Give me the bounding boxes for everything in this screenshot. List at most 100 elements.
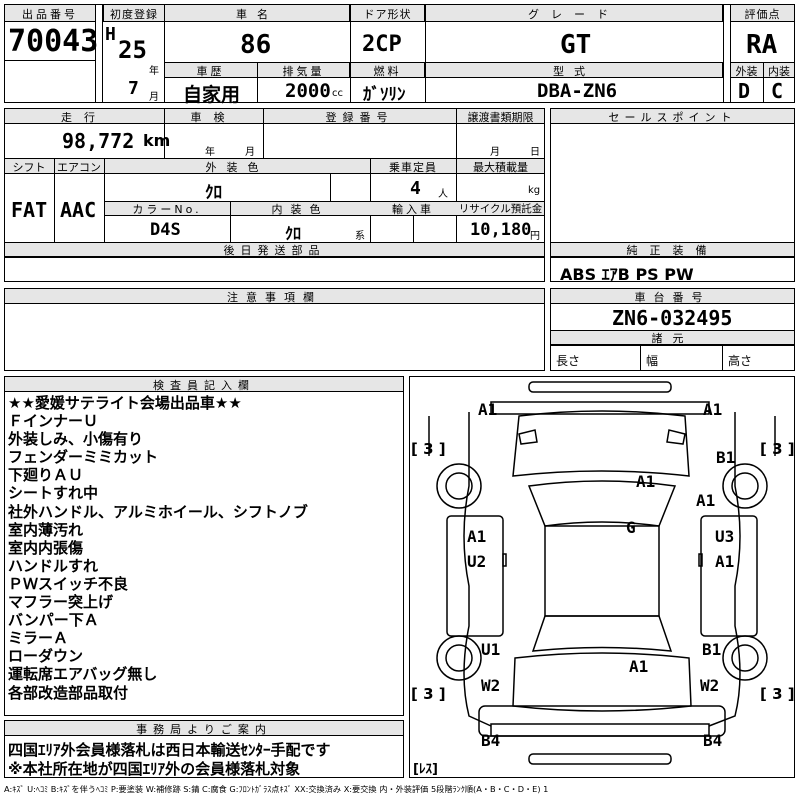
shift-label: シフト: [12, 161, 46, 174]
spare-tire: [ﾚｽ]: [413, 762, 438, 777]
model-label: 型式: [553, 65, 595, 78]
recycle-label: リサイクル預託金: [458, 203, 543, 215]
inspector-note-line: 社外ハンドル、アルミホイール、シフトノブ: [8, 502, 308, 521]
reg-label: 初度登録: [110, 8, 158, 21]
reg-year: 25: [118, 36, 147, 64]
mark-rear-right-fender: B1: [702, 640, 722, 659]
mark-front-left: A1: [478, 400, 498, 419]
inspector-note-line: マフラー突上げ: [8, 593, 114, 612]
inspector-note-line: 各部改造部品取付: [8, 683, 129, 702]
tire-rear-right: [ 3 ]: [760, 685, 795, 703]
int-score: C: [771, 79, 784, 103]
regno-label: 登録番号: [325, 111, 394, 124]
intcolor-unit: 系: [355, 231, 365, 242]
inspector-note-line: ミラーＡ: [8, 629, 69, 648]
inspector-note-line: フェンダーミミカット: [8, 448, 159, 467]
model-value: DBA-ZN6: [537, 80, 618, 102]
mileage-value: 98,772: [62, 129, 135, 153]
ac-value: AAC: [60, 198, 97, 222]
mark-trunk: A1: [629, 657, 649, 676]
mark-right-door: U3: [715, 527, 735, 546]
reg-year-unit: 年: [149, 66, 159, 77]
transfer-day-unit: 日: [530, 147, 540, 158]
equip-value: ABS ｴｱB PS PW: [560, 265, 694, 284]
reg-month: 7: [128, 78, 139, 99]
capacity-label: 乗車定員: [389, 161, 437, 174]
mark-right-door-lower: A1: [715, 552, 735, 571]
recycle-value: 10,180: [470, 220, 532, 240]
mark-hood-right: A1: [696, 491, 716, 510]
spec-length: 長さ: [556, 354, 581, 368]
mark-rear-left: W2: [481, 676, 501, 695]
color-value: ｸﾛ: [205, 183, 222, 203]
mark-windshield: G: [626, 518, 636, 537]
mark-front-right-fender: B1: [716, 448, 736, 467]
mileage-unit: km: [143, 131, 171, 150]
history-label: 車歴: [196, 65, 225, 78]
displacement: 2000: [285, 80, 331, 102]
load-unit: kg: [528, 185, 541, 196]
colorno-label: カラーNo.: [132, 203, 202, 216]
inspector-note-line: ★★愛媛サテライト会場出品車★★: [8, 394, 242, 412]
inspector-note-line: ＦインナーＵ: [8, 412, 99, 431]
import-label: 輸入車: [392, 203, 434, 216]
inspector-note-line: 下廻りＡＵ: [8, 466, 84, 485]
inspector-note-line: ハンドルすれ: [8, 556, 99, 575]
office-label: 事務局よりご案内: [136, 723, 272, 736]
mark-rear-right: W2: [700, 676, 720, 695]
ext-score: D: [738, 79, 751, 103]
tire-front-left: [ 3 ]: [411, 440, 446, 458]
mark-rear-bumper-left: B4: [481, 731, 501, 750]
capacity-unit: 人: [438, 189, 448, 200]
equip-label: 純正装備: [626, 244, 719, 257]
ext-label: 外装: [735, 65, 758, 78]
mark-rear-bumper-right: B4: [703, 731, 723, 750]
disp-label: 排気量: [282, 65, 325, 78]
inspector-note-line: ローダウン: [8, 647, 84, 666]
later-parts-label: 後日発送部品: [223, 244, 326, 257]
intcolor-value: ｸﾛ: [285, 224, 302, 243]
spec-label: 諸元: [651, 332, 694, 345]
score-value: RA: [746, 30, 778, 60]
shift-value: FAT: [11, 198, 48, 222]
chassis-number: ZN6-032495: [612, 306, 733, 330]
car-diagram: [428, 381, 776, 765]
office-line-2: ※本社所在地が四国ｴﾘｱ外の会員様落札対象: [8, 760, 301, 778]
transfer-label: 譲渡書類期限: [467, 111, 534, 124]
reg-era: H: [105, 24, 116, 45]
disp-unit: cc: [332, 88, 343, 99]
inspector-note-line: 室内薄汚れ: [8, 520, 84, 539]
fuel-value: ｶﾞｿﾘﾝ: [363, 85, 406, 105]
mark-hood: A1: [636, 472, 656, 491]
office-line-1: 四国ｴﾘｱ外会員様落札は西日本輸送ｾﾝﾀｰ手配です: [8, 741, 331, 759]
insp-year-unit: 年: [205, 147, 215, 158]
colorno-value: D4S: [150, 220, 181, 240]
load-label: 最大積載量: [473, 161, 528, 174]
inspector-note-line: 外装しみ、小傷有り: [8, 430, 144, 449]
transfer-month-unit: 月: [490, 147, 500, 158]
score-label: 評価点: [744, 8, 781, 21]
mark-left-door: A1: [467, 527, 487, 546]
capacity-value: 4: [410, 178, 421, 199]
spec-height: 高さ: [728, 354, 753, 368]
inspector-note-line: シートすれ中: [8, 484, 99, 503]
grade-label: グレード: [528, 8, 620, 21]
inspector-note-line: 室内内張傷: [8, 538, 84, 557]
legend: A:ｷｽﾞ U:ﾍｺﾐ B:ｷｽﾞを伴うﾍｺﾐ P:要塗装 W:補修跡 S:錆 …: [4, 784, 549, 794]
mark-rear-left-fender: U1: [481, 640, 501, 659]
inspection-label: 車検: [190, 111, 237, 124]
mileage-label: 走行: [61, 111, 107, 124]
lot-number: 70043: [8, 24, 99, 59]
car-name: 86: [240, 30, 272, 60]
inspector-note-line: 運転席エアバッグ無し: [8, 665, 158, 684]
inspector-note-line: ＰＷスイッチ不良: [8, 574, 129, 593]
name-label: 車名: [236, 8, 278, 21]
inspector-note-line: バンパー下Ａ: [8, 611, 99, 630]
lot-label: 出品番号: [22, 8, 78, 21]
mark-front-right: A1: [703, 400, 723, 419]
ac-label: エアコン: [57, 161, 101, 174]
reg-month-unit: 月: [149, 92, 159, 103]
spec-width: 幅: [646, 354, 659, 368]
intcolor-label: 内装色: [271, 203, 329, 216]
